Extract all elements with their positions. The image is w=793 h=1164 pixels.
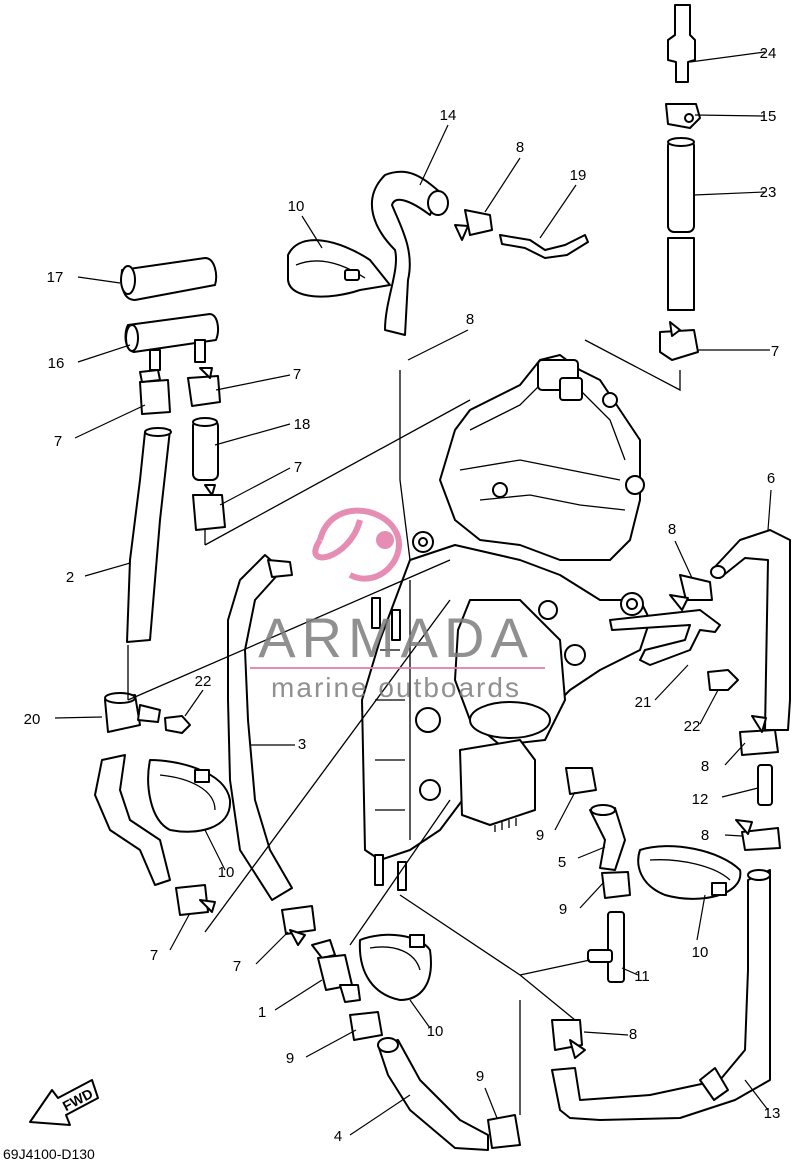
drawing-code: 69J4100-D130 [3,1146,95,1162]
callout-number: 8 [466,311,474,328]
watermark-tagline: marine outboards [271,672,521,703]
watermark: ARMADA marine outboards [250,507,545,703]
callout-number: 18 [294,416,311,433]
callout-number: 8 [516,139,524,156]
callout-number: 24 [760,45,777,62]
callout-number: 9 [476,1068,484,1085]
callout-leader-line [579,881,605,909]
callout-leader-line [409,999,431,1029]
reference-lines [127,339,681,1115]
callout-leader-line [169,912,191,951]
callout-number: 10 [218,864,235,881]
callout-leader-line [74,404,146,439]
callout-leader-line [349,1094,411,1136]
callout-leader-line [539,184,577,239]
callout-leader-line [407,329,469,361]
callout-number: 22 [684,718,701,735]
callout-number: 13 [764,1105,781,1122]
callout-leader-line [484,157,521,213]
callout-leader-line [54,716,103,719]
callout-leader-line [215,374,291,391]
callout-leader-line [583,1031,629,1036]
callout-number: 5 [558,854,566,871]
callout-leader-line [699,689,719,725]
callout-leader-line [255,931,289,965]
callout-number: 15 [760,108,777,125]
callout-number: 7 [233,958,241,975]
callout-leader-line [744,1079,769,1111]
callout-leader-line [721,787,759,798]
callout-leader-line [654,664,689,701]
callout-number: 10 [427,1023,444,1040]
callout-number: 4 [334,1128,342,1145]
callout-leader-line [274,979,323,1011]
callout-number: 3 [298,736,306,753]
callout-number: 19 [570,167,587,184]
callout-leader-line [724,834,743,837]
hoses [94,4,791,1151]
callout-leader-line [204,829,226,871]
callout-number: 7 [54,433,62,450]
callout-number: 8 [629,1026,637,1043]
callout-leader-line [554,791,576,831]
callout-number: 10 [692,944,709,961]
callout-leader-line [694,114,766,117]
callout-number: 1 [258,1004,266,1021]
callout-number: 7 [293,366,301,383]
callout-leader-line [84,562,131,577]
callout-number: 17 [47,269,64,286]
callout-number: 8 [668,521,676,538]
callout-number: 16 [48,355,65,372]
callout-number: 11 [634,968,650,985]
callout-leader-line [305,1029,357,1058]
callout-number: 7 [771,343,779,360]
callout-leader-line [696,894,706,941]
brand-logo [312,507,402,582]
callout-leader-line [674,540,693,579]
callout-number: 21 [635,694,652,711]
callout-number: 6 [767,470,775,487]
callout-leader-line [724,742,746,766]
callouts: 2415237148191017167718786822022212238128… [24,45,781,1145]
callout-leader-line [77,276,121,284]
callout-number: 9 [536,827,544,844]
callout-leader-line [219,467,291,506]
callout-leader-line [301,215,323,249]
callout-number: 8 [701,827,709,844]
callout-number: 8 [701,758,709,775]
callout-number: 23 [760,184,777,201]
callout-number: 9 [559,901,567,918]
callout-leader-line [577,846,606,859]
callout-leader-line [419,124,449,186]
callout-leader-line [484,1087,498,1119]
callout-leader-line [693,191,766,196]
callout-leader-line [689,51,766,63]
callout-leader-line [214,423,291,446]
callout-number: 14 [440,107,457,124]
callout-leader-line [621,967,639,976]
callout-number: 10 [288,198,305,215]
callout-number: 2 [66,569,74,586]
engine-block-assembly [361,354,721,891]
callout-leader-line [77,344,131,363]
callout-number: 9 [286,1050,294,1067]
callout-number: 7 [294,459,302,476]
callout-number: 7 [150,947,158,964]
watermark-brand: ARMADA [258,606,534,669]
callout-number: 22 [195,673,212,690]
callout-leader-line [767,489,772,531]
callout-number: 20 [24,711,41,728]
fwd-arrow-icon: FWD [29,1079,99,1126]
callout-leader-line [184,689,204,717]
callout-number: 12 [692,791,709,808]
